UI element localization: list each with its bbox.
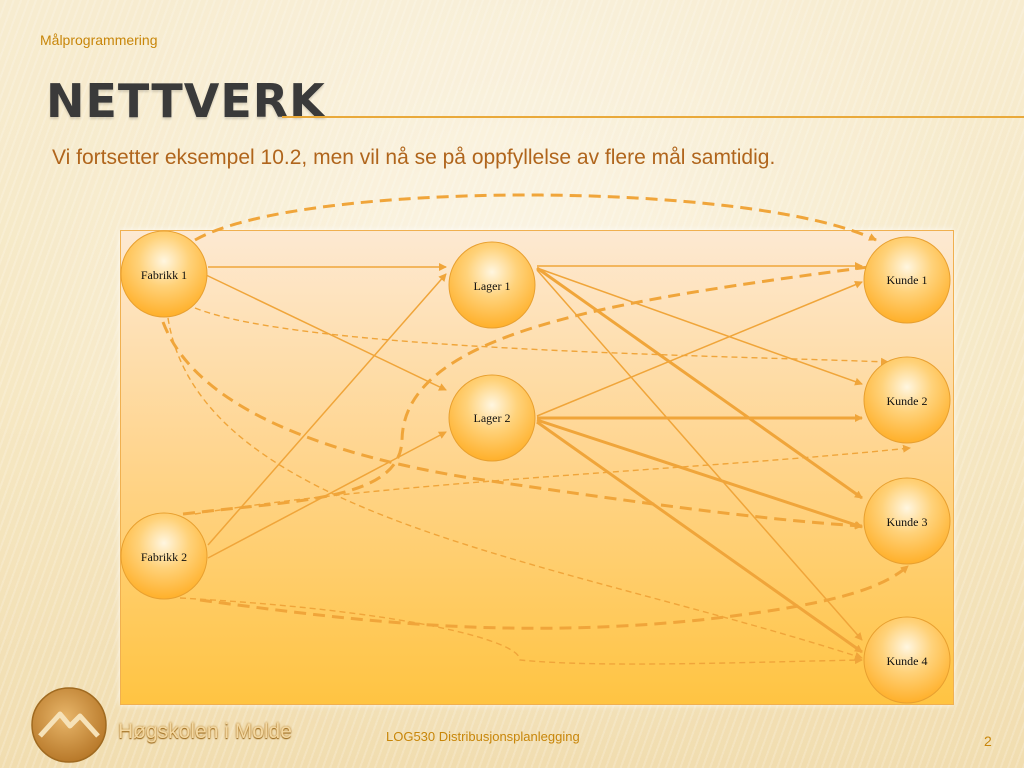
kunde4-label: Kunde 4 <box>886 654 928 668</box>
edge-l2-k3 <box>536 418 863 529</box>
thick-arrows <box>536 266 863 654</box>
edge-l2-k4 <box>536 420 863 654</box>
node-lager1 <box>448 241 536 329</box>
node-kunde3 <box>863 477 951 565</box>
lager1-label: Lager 1 <box>473 279 511 293</box>
footer-course: LOG530 Distribusjonsplanlegging <box>386 729 580 744</box>
dashed-f1-k3 <box>161 321 863 530</box>
title-rule <box>282 116 1024 118</box>
dashed-f1-k1 <box>194 193 877 242</box>
edge-f2-l1 <box>207 273 447 546</box>
logo-icon <box>31 687 107 763</box>
node-fabrikk1 <box>120 230 208 318</box>
dashed-f1-k4 <box>167 317 863 660</box>
subject-label: Målprogrammering <box>40 32 158 48</box>
edge-f1-l2 <box>205 274 447 391</box>
dashed-f2-k1 <box>182 262 877 516</box>
node-kunde1 <box>863 236 951 324</box>
page-number: 2 <box>984 733 992 749</box>
lager2-label: Lager 2 <box>473 411 511 425</box>
kunde2-label: Kunde 2 <box>886 394 928 408</box>
thick-dashed-arrows <box>161 193 909 630</box>
fabrikk1-label: Fabrikk 1 <box>140 268 188 282</box>
diagram-panel <box>120 230 954 705</box>
edge-f2-l2 <box>207 431 447 559</box>
thin-arrows <box>205 262 863 641</box>
fabrikk2-label: Fabrikk 2 <box>140 550 188 564</box>
edge-l2-k1 <box>536 280 863 417</box>
dashed-f1-k2 <box>194 307 889 366</box>
edge-l1-k2 <box>536 267 863 386</box>
lead-text: Vi fortsetter eksempel 10.2, men vil nå … <box>52 146 776 169</box>
nodes <box>120 230 951 704</box>
kunde1-label: Kunde 1 <box>886 273 928 287</box>
node-lager2 <box>448 374 536 462</box>
edge-l1-k4 <box>536 269 863 641</box>
dashed-f2-k3 <box>199 564 909 630</box>
edge-l1-k3 <box>536 266 863 500</box>
slide-title: NETTVERK <box>46 74 326 128</box>
kunde3-label: Kunde 3 <box>886 515 928 529</box>
node-kunde4 <box>863 616 951 704</box>
node-fabrikk2 <box>120 512 208 600</box>
dashed-f2-k4 <box>179 597 863 665</box>
node-kunde2 <box>863 356 951 444</box>
logo-text: Høgskolen i Molde <box>118 720 292 743</box>
thin-dashed-arrows <box>167 307 911 665</box>
dashed-f2-k2 <box>194 444 911 515</box>
